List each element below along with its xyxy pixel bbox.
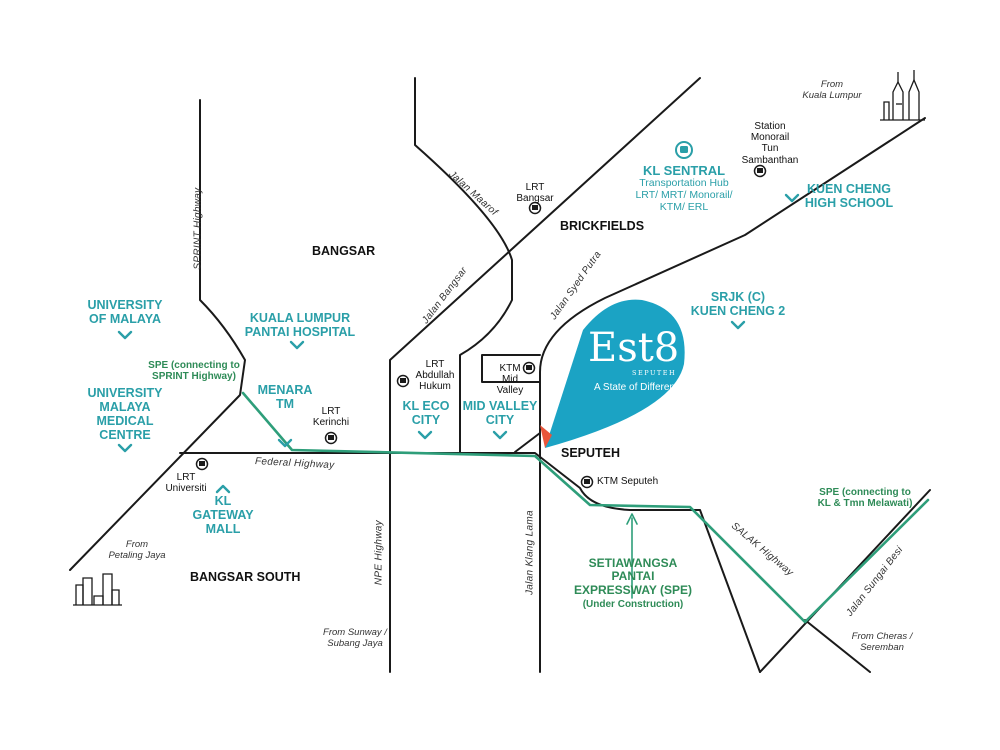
jalan-maarof-road — [414, 77, 513, 453]
area-label-bangsar: BANGSAR — [312, 244, 376, 258]
chevron-down-icon — [784, 193, 800, 203]
spe-left-note: SPE (connecting to SPRINT Highway) — [148, 360, 240, 383]
jalan-bangsar-road — [389, 77, 701, 673]
station-lrt-kerinchi: LRT Kerinchi — [312, 406, 350, 429]
landmark-kl-gateway-mall: KL GATEWAY MALL — [192, 494, 254, 536]
federal-highway-road — [179, 452, 761, 673]
lrt-bangsar-icon — [528, 201, 542, 215]
area-label-seputeh: SEPUTEH — [561, 446, 621, 460]
area-label-bangsar-south: BANGSAR SOUTH — [190, 570, 301, 584]
lrt-abdullah-icon — [396, 374, 410, 388]
road-label-npe-highway: NPE Highway — [373, 520, 385, 586]
monorail-tun-icon — [753, 164, 767, 178]
est8-tagline: A State of Difference — [594, 382, 686, 393]
mid-valley-connector-road — [514, 432, 541, 453]
station-lrt-bangsar: LRT Bangsar — [516, 182, 554, 205]
landmark-university-of-malaya: UNIVERSITY OF MALAYA — [87, 298, 163, 326]
station-ktm-seputeh: KTM Seputeh — [597, 476, 659, 487]
landmark-kl-sentral: KL SENTRAL — [642, 163, 726, 178]
origin-kuala-lumpur: From Kuala Lumpur — [802, 79, 862, 101]
salak-extension-road — [804, 619, 871, 673]
road-label-sprint: SPRINT Highway — [192, 187, 204, 270]
jalan-syed-putra-road — [539, 117, 926, 673]
landmark-kl-pantai-hospital: KUALA LUMPUR PANTAI HOSPITAL — [244, 311, 356, 339]
lrt-universiti-icon — [195, 457, 209, 471]
kl-sentral-description: Transportation Hub LRT/ MRT/ Monorail/ K… — [635, 177, 733, 213]
landmark-kuen-cheng-high-school: KUEN CHENG HIGH SCHOOL — [804, 182, 894, 210]
mid-valley-loop-road — [481, 354, 541, 383]
landmark-srjk-kuen-cheng-2: SRJK (C) KUEN CHENG 2 — [690, 290, 786, 318]
sprint-highway-road — [69, 99, 246, 571]
est8-location-marker — [540, 425, 552, 448]
chevron-up-icon — [215, 484, 231, 494]
lrt-kerinchi-icon — [324, 431, 338, 445]
spe-title: SETIAWANGSA PANTAI EXPRESSWAY (SPE) — [573, 556, 693, 597]
landmark-ummc: UNIVERSITY MALAYA MEDICAL CENTRE — [87, 386, 163, 442]
station-lrt-universiti: LRT Universiti — [165, 472, 207, 495]
est8-logo: Est8 — [588, 325, 680, 371]
landmark-mid-valley-city: MID VALLEY CITY — [462, 399, 538, 427]
origin-cheras-seremban: From Cheras / Seremban — [851, 631, 913, 653]
chevron-down-icon — [117, 443, 133, 453]
station-monorail-tun-sambanthan: Station Monorail Tun Sambanthan — [741, 121, 799, 166]
origin-sunway-subang: From Sunway / Subang Jaya — [323, 627, 387, 649]
chevron-down-icon — [730, 320, 746, 330]
chevron-down-icon — [117, 330, 133, 340]
est8-logo-subtitle: SEPUTEH — [632, 369, 677, 377]
ktm-midvalley-icon — [522, 361, 536, 375]
kl-towers-skyline-icon — [880, 70, 925, 121]
station-icons — [195, 164, 767, 489]
origin-petaling-jaya: From Petaling Jaya — [108, 539, 166, 561]
ktm-seputeh-icon — [580, 475, 594, 489]
spe-expressway-line — [241, 391, 930, 624]
spe-pointer-arrow — [626, 513, 638, 599]
bangsar-south-skyline-icon — [73, 573, 122, 606]
chevron-icons — [117, 193, 800, 494]
chevron-down-icon — [277, 438, 293, 448]
chevron-down-icon — [492, 430, 508, 440]
station-lrt-abdullah-hukum: LRT Abdullah Hukum — [415, 359, 455, 393]
spe-right-note: SPE (connecting to KL & Tmn Melawati) — [817, 487, 913, 510]
chevron-down-icon — [289, 340, 305, 350]
area-label-brickfields: BRICKFIELDS — [560, 219, 645, 233]
station-ktm-mid-valley: KTM Mid Valley — [496, 363, 524, 397]
kl-sentral-icon — [675, 141, 693, 159]
road-label-jalan-klang-lama: Jalan Klang Lama — [524, 510, 536, 596]
est8-pin-shape — [545, 299, 685, 448]
landmark-menara-tm: MENARA TM — [257, 383, 313, 411]
spe-status: (Under Construction) — [582, 599, 684, 610]
chevron-down-icon — [417, 430, 433, 440]
landmark-kl-eco-city: KL ECO CITY — [402, 399, 450, 427]
